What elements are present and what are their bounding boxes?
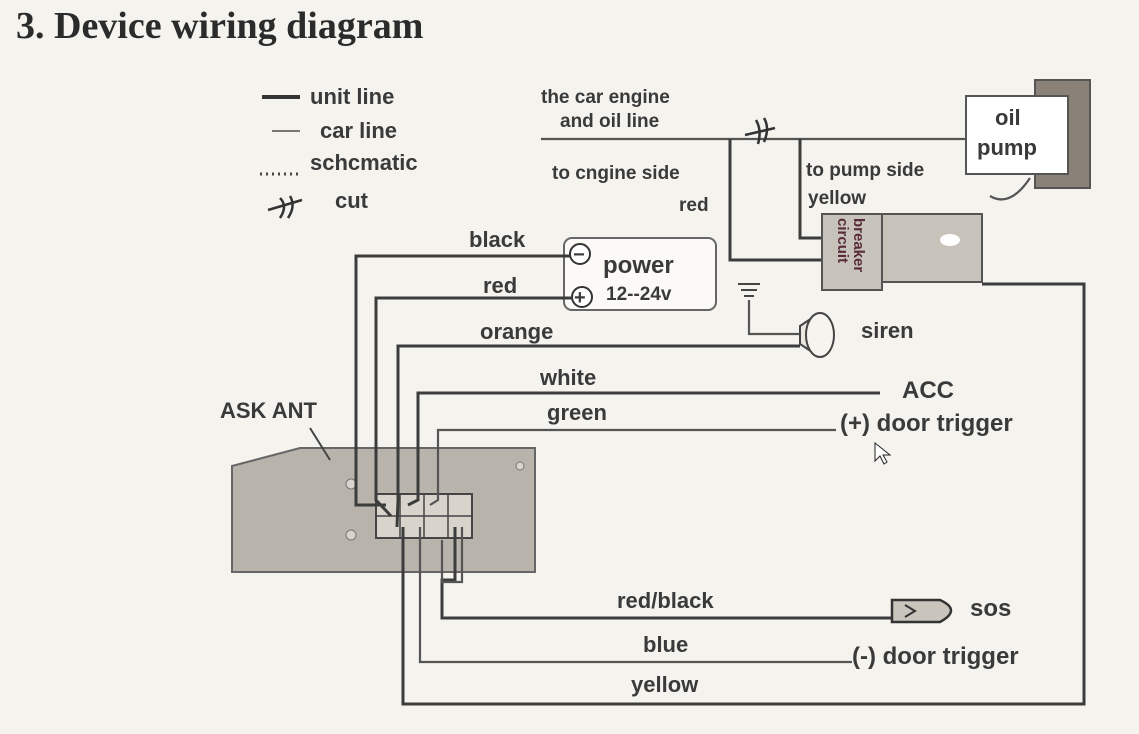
- ask-ant-pointer: [309, 427, 331, 461]
- door-trigger-plus-label: (+) door trigger: [840, 410, 1013, 437]
- pump-yellow-label: yellow: [808, 188, 866, 209]
- power-plus-sign: +: [574, 287, 586, 309]
- power-voltage: 12--24v: [606, 284, 672, 305]
- scissors-icon: [267, 195, 303, 219]
- power-minus-sign: −: [573, 244, 585, 266]
- unit-wires: [354, 254, 1086, 706]
- sos-button-icon: [890, 598, 953, 624]
- siren-ground-wire: [747, 300, 800, 336]
- sos-label: sos: [970, 595, 1011, 622]
- wire-label-red: red: [483, 273, 517, 298]
- power-supply: − + power 12--24v: [563, 237, 717, 311]
- ground-icon: [738, 283, 760, 297]
- circuit-breaker-label-1: circuit: [834, 218, 851, 263]
- wire-label-green: green: [547, 400, 607, 425]
- oil-pump-label-2: pump: [977, 135, 1037, 160]
- engine-oil-line: the car engine and oil line to cngine si…: [541, 87, 968, 262]
- oil-pump-label-1: oil: [995, 105, 1021, 130]
- circuit-breaker-hole: [940, 234, 960, 246]
- wire-red: [374, 296, 572, 518]
- siren-icon: [799, 312, 835, 358]
- wire-green: [429, 428, 836, 506]
- acc-label: ACC: [902, 377, 954, 404]
- wire-label-white: white: [539, 365, 596, 390]
- circuit-breaker: circuit breaker: [821, 213, 983, 291]
- wire-white: [407, 391, 880, 507]
- legend-schematic-label: schcmatic: [310, 150, 418, 175]
- wire-label-black: black: [469, 227, 526, 252]
- wire-black: [354, 254, 570, 507]
- wire-orange: [395, 344, 800, 528]
- wire-label-red-black: red/black: [617, 588, 714, 613]
- engine-line-label-2: and oil line: [560, 111, 659, 132]
- engine-red-label: red: [679, 195, 709, 216]
- oil-pump-label-box: [965, 95, 1069, 175]
- breaker-yellow-wire: [798, 139, 822, 240]
- power-minus-terminal: [569, 243, 591, 265]
- circuit-breaker-label-2: breaker: [850, 218, 867, 272]
- legend-cut-label: cut: [335, 188, 369, 213]
- to-pump-side-label: to pump side: [806, 160, 924, 181]
- circuit-breaker-flange: [881, 213, 983, 283]
- cut-mark-icon: [744, 117, 776, 145]
- oil-pump-hose: [989, 177, 1031, 201]
- wire-label-blue: blue: [643, 632, 688, 657]
- door-trigger-minus-label: (-) door trigger: [852, 643, 1019, 670]
- page-title: 3. Device wiring diagram: [16, 5, 424, 47]
- wire-yellow: [401, 282, 1086, 706]
- oil-pump: oil pump: [965, 79, 1091, 201]
- main-unit-screw-3: [515, 461, 525, 471]
- cursor-icon: [874, 441, 892, 465]
- engine-line-label-1: the car engine: [541, 87, 670, 108]
- to-engine-side-label: to cngine side: [552, 163, 680, 184]
- legend-unit-line-label: unit line: [310, 84, 394, 109]
- wire-label-orange: orange: [480, 319, 553, 344]
- circuit-breaker-body: [821, 213, 883, 291]
- breaker-red-wire: [728, 139, 822, 262]
- siren-label: siren: [861, 318, 914, 343]
- main-unit-screw-2: [345, 529, 357, 541]
- wire-label-yellow: yellow: [631, 672, 699, 697]
- power-label: power: [603, 252, 674, 279]
- wire-loop: [440, 527, 464, 584]
- legend-car-line-label: car line: [320, 118, 397, 143]
- wire-blue: [418, 527, 852, 664]
- legend: unit line car line schcmatic cut: [260, 84, 418, 219]
- power-box: [563, 237, 717, 311]
- ask-ant-label: ASK ANT: [220, 398, 318, 423]
